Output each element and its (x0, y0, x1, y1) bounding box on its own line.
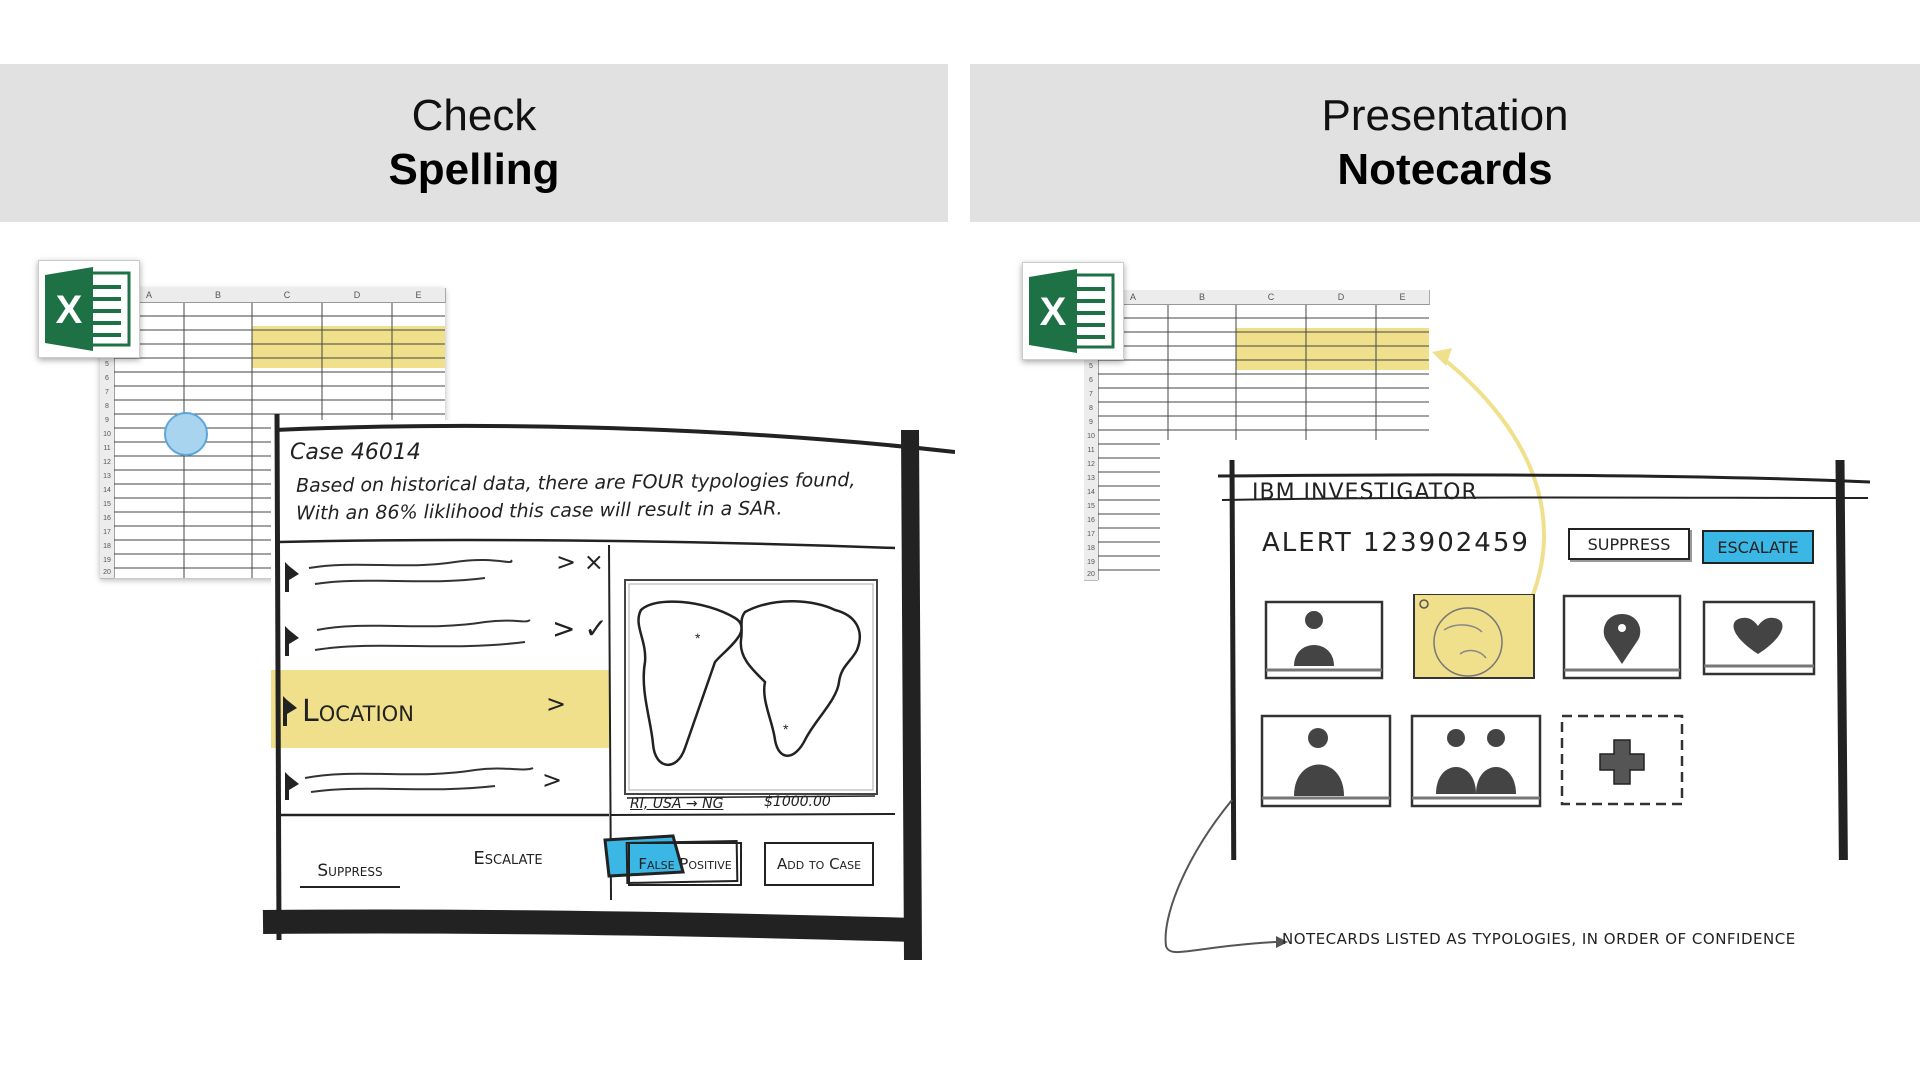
row-number: 20 (1084, 570, 1098, 581)
notecard-heart[interactable] (1702, 600, 1816, 676)
svg-text:X: X (1040, 290, 1067, 334)
escalate-button[interactable]: Escalate (473, 847, 543, 869)
row-number: 17 (100, 526, 114, 541)
row-number: 6 (100, 372, 114, 387)
escalate-button[interactable]: ESCALATE (1702, 530, 1814, 564)
excel-icon: X (38, 260, 140, 358)
notecard-grid (1260, 594, 1816, 808)
col-header: D (1306, 290, 1377, 305)
svg-text:*: * (695, 630, 701, 646)
row-number: 9 (1084, 416, 1098, 431)
right-sketch-frame (1217, 348, 1920, 860)
row-number: 18 (1084, 542, 1098, 557)
row-number: 6 (1084, 374, 1098, 389)
suppress-button[interactable]: SUPPRESS (1568, 528, 1690, 560)
notecard-group[interactable] (1410, 714, 1542, 808)
row-number: 7 (1084, 388, 1098, 403)
svg-text:X: X (56, 288, 83, 332)
row-number: 19 (100, 554, 114, 569)
row-number: 11 (1084, 444, 1098, 459)
false-positive-button[interactable]: False Positive (628, 842, 742, 886)
list-row-mark[interactable]: > (542, 766, 563, 794)
col-header: C (1236, 290, 1307, 305)
row-number: 16 (1084, 514, 1098, 529)
row-number: 17 (1084, 528, 1098, 543)
col-header: B (184, 288, 253, 303)
row-number: 11 (100, 442, 114, 457)
list-row-mark[interactable]: > × (556, 548, 604, 576)
right-header-line1: Presentation (1321, 91, 1569, 140)
annotation-text: NOTECARDS LISTED AS TYPOLOGIES, IN ORDER… (1282, 930, 1796, 948)
row-number: 19 (1084, 556, 1098, 571)
location-row-label[interactable]: Location (302, 694, 414, 729)
suppress-button[interactable]: Suppress (300, 856, 400, 888)
row-number: 12 (100, 456, 114, 471)
col-header: E (392, 288, 446, 303)
row-number: 12 (1084, 458, 1098, 473)
add-notecard-button[interactable] (1560, 714, 1684, 806)
left-sketch-frame: * * (262, 413, 955, 960)
row-number: 5 (100, 358, 114, 373)
col-header: D (322, 288, 393, 303)
row-number: 14 (100, 484, 114, 499)
app-title: IBM INVESTIGATOR (1252, 480, 1478, 505)
row-number: 13 (100, 470, 114, 485)
row-number: 13 (1084, 472, 1098, 487)
row-number: 15 (100, 498, 114, 513)
annotation-arrow (1164, 799, 1288, 954)
row-number: 8 (100, 400, 114, 415)
excel-icon: X (1022, 262, 1124, 360)
list-row-mark[interactable]: > (546, 690, 567, 718)
row-number: 15 (1084, 500, 1098, 515)
row-number: 8 (1084, 402, 1098, 417)
row-number: 9 (100, 414, 114, 429)
row-number: 16 (100, 512, 114, 527)
row-number: 18 (100, 540, 114, 555)
svg-text:*: * (783, 721, 789, 737)
notecard-pin[interactable] (1562, 594, 1682, 680)
right-panel-header: Presentation Notecards (970, 64, 1920, 222)
left-header-line1: Check (411, 91, 537, 140)
left-panel-header: Check Spelling (0, 64, 948, 222)
case-title: Case 46014 (290, 440, 421, 465)
left-header-line2: Spelling (388, 145, 560, 194)
col-header: C (252, 288, 323, 303)
row-number: 7 (100, 386, 114, 401)
map-caption-amount: $1000.00 (764, 794, 831, 810)
add-to-case-button[interactable]: Add to Case (764, 842, 874, 886)
map-caption-route: RI, USA → NG (630, 796, 724, 812)
notecard-location-map[interactable] (1413, 594, 1535, 679)
row-number: 20 (100, 568, 114, 579)
col-header: E (1376, 290, 1430, 305)
notecard-person[interactable] (1264, 600, 1384, 680)
col-header: B (1168, 290, 1237, 305)
alert-label: ALERT 123902459 (1262, 528, 1530, 558)
row-number: 10 (100, 428, 114, 443)
row-number: 10 (1084, 430, 1098, 445)
notecard-person-large[interactable] (1260, 714, 1392, 808)
row-number: 14 (1084, 486, 1098, 501)
list-row-mark[interactable]: > ✓ (552, 612, 608, 645)
right-header-line2: Notecards (1337, 145, 1553, 194)
row-number: 5 (1084, 360, 1098, 375)
